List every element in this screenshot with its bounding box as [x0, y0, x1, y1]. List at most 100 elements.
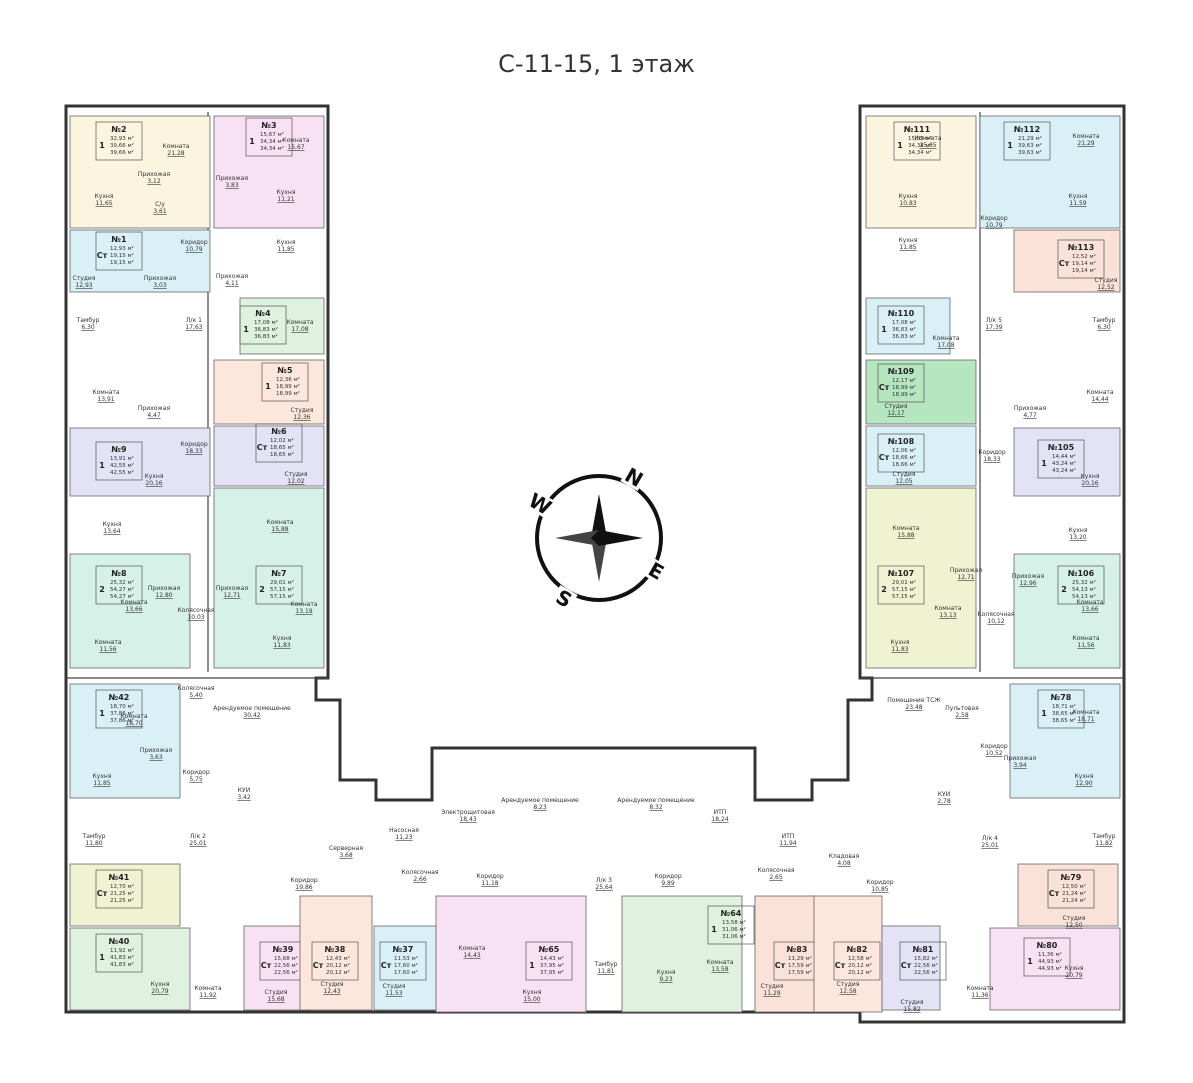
room-area: 25,64	[595, 884, 612, 891]
room-name: Коридор	[980, 743, 1007, 750]
apartment-area: 21,29 м²	[1018, 135, 1042, 142]
compass-needle-east	[591, 530, 643, 546]
room-name: КУИ	[238, 787, 250, 794]
room-area: 12,71	[223, 592, 240, 599]
apartment-card	[833, 941, 881, 981]
apartment-card	[1023, 937, 1071, 977]
room-area: 12,17	[887, 410, 904, 417]
room-area: 3,94	[1013, 762, 1027, 769]
room-area: 20,16	[145, 480, 162, 487]
room-name: Коридор	[980, 215, 1007, 222]
apartment-number: №64	[721, 909, 742, 918]
apartment-number: №9	[111, 445, 127, 454]
room-area: 13,20	[1069, 534, 1086, 541]
apartment-area: 15,67 м²	[260, 131, 284, 138]
room-area: 3,61	[153, 208, 167, 215]
room-name: Комната	[932, 335, 960, 342]
apartment-card	[245, 117, 293, 157]
apartment-number: №113	[1068, 243, 1094, 252]
apartment-card	[95, 565, 143, 605]
room-name: Колясочная	[177, 685, 214, 692]
apartment-card	[893, 121, 941, 161]
room-area: 18,70	[125, 720, 142, 727]
apartment-number: №81	[913, 945, 934, 954]
room-area: 15,65	[919, 142, 936, 149]
apartment-area: 31,06 м²	[722, 926, 746, 933]
room-name: Комната	[706, 959, 734, 966]
apartment-number: №6	[271, 427, 287, 436]
apartment-card	[1057, 565, 1105, 605]
apartment-card	[877, 565, 925, 605]
room-name: Колясочная	[177, 607, 214, 614]
room-area: 13,91	[97, 396, 114, 403]
room-area: 10,79	[185, 246, 202, 253]
room-area: 11,85	[93, 780, 110, 787]
room-area: 10,52	[985, 750, 1002, 757]
room-area: 4,47	[147, 412, 161, 419]
room-name: Комната	[892, 525, 920, 532]
apartment-card	[311, 941, 359, 981]
apartment-area: 37,95 м²	[540, 962, 564, 969]
apartment-rooms: 1	[99, 709, 105, 718]
apartment-rooms: Ст	[835, 961, 846, 970]
apartment-card	[255, 565, 303, 605]
apartment-area: 17,59 м²	[788, 962, 812, 969]
room-area: 11,53	[385, 990, 402, 997]
room-area: 3,83	[225, 182, 239, 189]
room-area: 21,28	[167, 150, 184, 157]
room-name: Кухня	[1065, 965, 1084, 972]
apartment-number: №2	[111, 125, 126, 134]
apartment-area: 18,71 м²	[1052, 703, 1076, 710]
apartment-area: 57,15 м²	[270, 586, 294, 593]
room-area: 6,30	[1097, 324, 1111, 331]
room-name: Кухня	[523, 989, 542, 996]
room-area: 12,96	[1019, 580, 1036, 587]
room-name: Тамбур	[82, 833, 106, 840]
apartment-area: 22,56 м²	[274, 962, 298, 969]
room-name: Коридор	[476, 873, 503, 880]
apartment-u3	[213, 115, 325, 229]
apartment-card	[255, 423, 303, 463]
apartment-area: 43,24 м²	[1052, 460, 1076, 467]
apartment-rooms: Ст	[257, 443, 268, 452]
room-name: Студия	[885, 403, 908, 410]
apartment-area: 41,83 м²	[110, 961, 134, 968]
room-name: Прихожая	[216, 273, 249, 280]
page-title: С-11-15, 1 этаж	[498, 50, 695, 78]
apartment-area: 18,66 м²	[892, 461, 916, 468]
apartment-card	[525, 941, 573, 981]
apartment-card	[95, 689, 143, 729]
room-name: Комната	[266, 519, 294, 526]
room-area: 2,78	[937, 798, 951, 805]
room-area: 10,85	[871, 886, 888, 893]
room-name: Л/к 1	[186, 317, 202, 324]
room-name: Колясочная	[401, 869, 438, 876]
apartment-area: 44,93 м²	[1038, 965, 1062, 972]
apartment-area: 22,56 м²	[274, 969, 298, 976]
room-name: Л/к 3	[596, 877, 612, 884]
room-area: 14,44	[1091, 396, 1108, 403]
room-name: Студия	[285, 471, 308, 478]
apartment-number: №37	[393, 945, 414, 954]
room-area: 12,90	[1075, 780, 1092, 787]
room-area: 12,58	[839, 988, 856, 995]
apartment-area: 17,60 м²	[394, 969, 418, 976]
apartment-area: 13,91 м²	[110, 455, 134, 462]
apartment-u83	[754, 895, 816, 1013]
apartment-area: 38,65 м²	[1052, 710, 1076, 717]
room-name: Прихожая	[216, 585, 249, 592]
apartment-number: №5	[277, 366, 293, 375]
room-name: Студия	[761, 983, 784, 990]
room-area: 12,43	[323, 988, 340, 995]
room-name: Кухня	[891, 639, 910, 646]
room-area: 18,24	[711, 816, 728, 823]
room-name: Прихожая	[138, 171, 171, 178]
room-area: 17,08	[937, 342, 954, 349]
apartment-u110	[865, 297, 951, 355]
apartment-u7	[213, 487, 325, 669]
room-name: Пультовая	[945, 705, 979, 712]
apartment-area: 32,93 м²	[110, 135, 134, 142]
apartment-number: №105	[1048, 443, 1075, 452]
